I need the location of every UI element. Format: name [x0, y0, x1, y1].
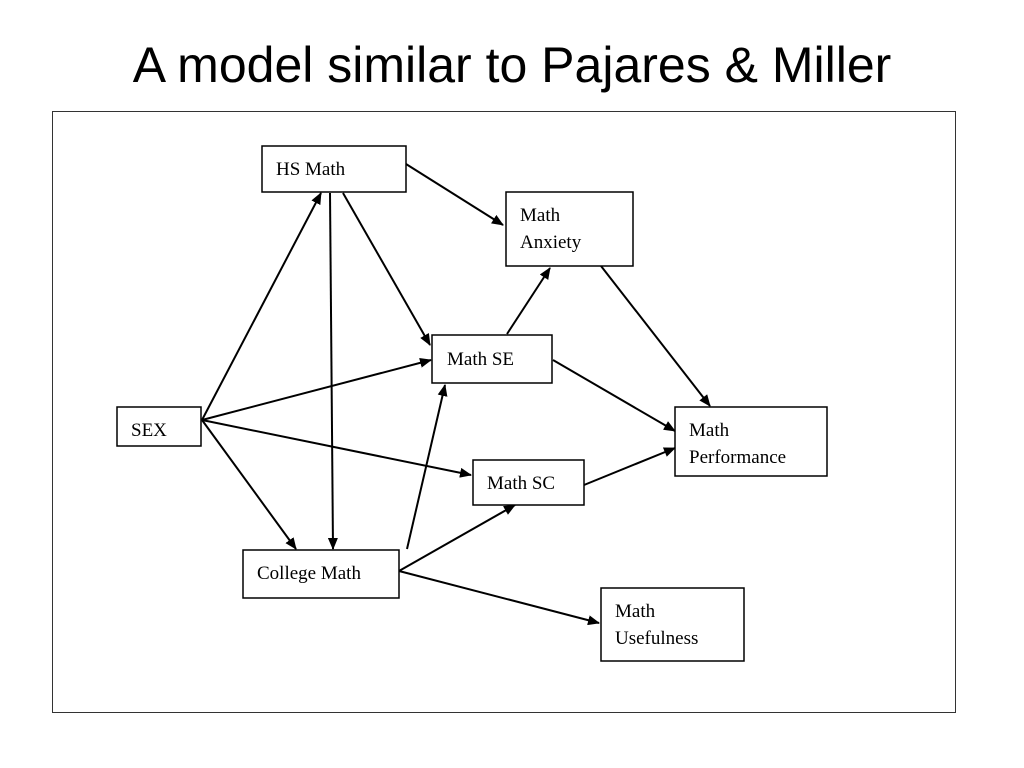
node-sex-label: SEX — [131, 420, 167, 441]
node-hs-math-label: HS Math — [276, 159, 346, 180]
node-math-performance-label-line-2: Performance — [689, 447, 786, 468]
edge-college-math-to-math-se — [406, 384, 448, 550]
edge-hs-math-to-math-anxiety — [405, 163, 504, 226]
node-hs-math: HS Math — [261, 145, 407, 193]
node-college-math-label: College Math — [257, 563, 361, 584]
edge-math-anxiety-to-math-performance — [600, 265, 711, 407]
node-math-se-label: Math SE — [447, 349, 514, 370]
node-math-usefulness: Math Usefulness — [600, 587, 745, 662]
node-math-usefulness-label-line-1: Math — [615, 601, 656, 622]
node-sex: SEX — [116, 406, 202, 447]
slide-title: A model similar to Pajares & Miller — [132, 37, 892, 93]
edge-hs-math-to-college-math — [327, 192, 338, 550]
node-math-sc-label: Math SC — [487, 473, 555, 494]
edge-college-math-to-math-sc — [398, 504, 516, 572]
node-math-usefulness-label-line-2: Usefulness — [615, 628, 698, 649]
node-math-performance: Math Performance — [674, 406, 828, 477]
edge-math-se-to-math-performance — [552, 359, 676, 432]
node-math-se: Math SE — [431, 334, 553, 384]
node-math-performance-label-line-1: Math — [689, 420, 730, 441]
node-math-sc: Math SC — [472, 459, 585, 506]
edge-sex-to-hs-math — [201, 192, 322, 421]
edge-math-sc-to-math-performance — [583, 447, 676, 486]
diagram-frame — [52, 111, 956, 713]
edge-math-se-to-math-anxiety — [506, 267, 551, 335]
node-college-math: College Math — [242, 549, 400, 599]
node-math-anxiety: Math Anxiety — [505, 191, 634, 267]
edge-hs-math-to-math-se — [342, 192, 431, 346]
node-math-anxiety-label-line-2: Anxiety — [520, 232, 582, 253]
edge-sex-to-college-math — [201, 419, 297, 550]
edge-sex-to-math-se — [201, 357, 432, 421]
node-math-anxiety-label-line-1: Math — [520, 205, 561, 226]
edge-college-math-to-math-usefulness — [398, 570, 600, 626]
